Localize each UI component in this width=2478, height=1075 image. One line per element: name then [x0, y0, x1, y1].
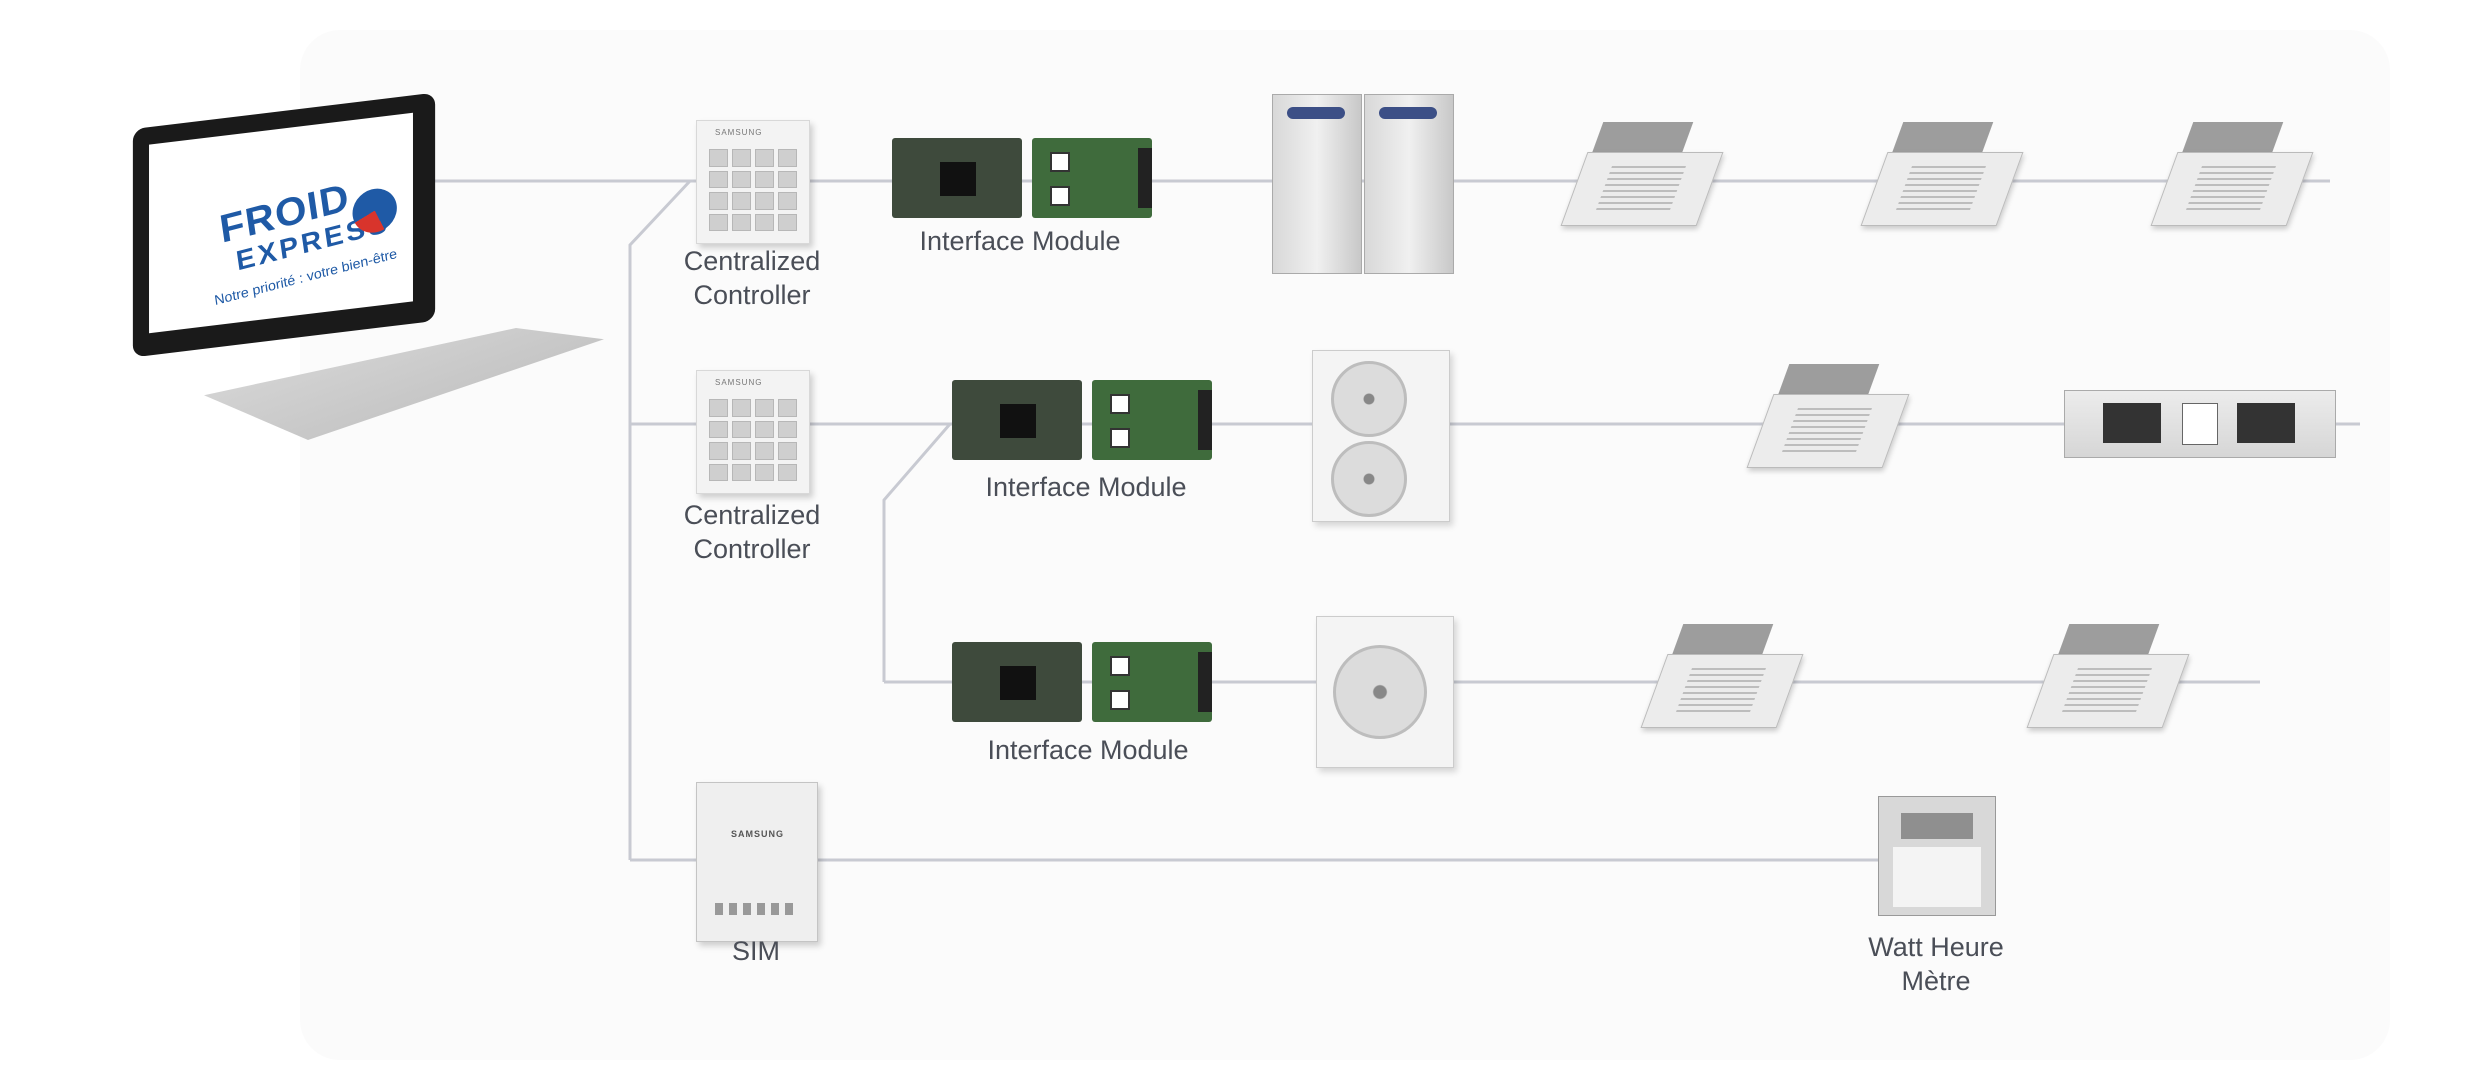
label-watt-meter: Watt Heure Mètre: [1846, 930, 2026, 998]
label-interface-module-1: Interface Module: [919, 226, 1121, 256]
fan-icon: [1333, 645, 1427, 739]
wire-bus-main: [628, 179, 692, 860]
centralized-controller-1: SAMSUNG: [696, 120, 810, 244]
label-interface-module-3: Interface Module: [987, 735, 1189, 765]
label-line-1: Centralized: [683, 500, 821, 530]
label-line-2: Mètre: [1901, 966, 1971, 996]
meter-body: [1893, 847, 1981, 907]
pcb-board: [1032, 138, 1152, 218]
wire-bus-sub: [882, 423, 952, 682]
label-line-1: Watt Heure: [1868, 932, 2004, 962]
pcb-board: [952, 642, 1082, 722]
interface-module-1: [892, 138, 1160, 218]
outdoor-unit-single-fan: [1316, 616, 1454, 768]
interface-module-2: [952, 380, 1220, 460]
outdoor-vrf-unit-2: [1364, 94, 1454, 274]
sim-buttons: [715, 903, 799, 915]
outdoor-unit-dual-fan: [1312, 350, 1450, 522]
pcb-board: [1092, 380, 1212, 460]
pcb-board: [952, 380, 1082, 460]
controller-keypad: [709, 149, 797, 231]
pcb-board: [1092, 642, 1212, 722]
cassette-indoor-unit: [1860, 122, 2024, 232]
controller-brand: SAMSUNG: [715, 128, 763, 137]
cassette-indoor-unit: [1560, 122, 1724, 232]
label-line-1: Centralized: [683, 246, 821, 276]
interface-module-3: [952, 642, 1220, 722]
cassette-indoor-unit: [1640, 624, 1804, 734]
pcb-board: [892, 138, 1022, 218]
fan-icon: [1331, 441, 1407, 517]
label-centralized-controller-2: Centralized Controller: [672, 498, 832, 566]
sim-module: SAMSUNG: [696, 782, 818, 942]
controller-brand: SAMSUNG: [715, 378, 763, 387]
fan-icon: [1331, 361, 1407, 437]
meter-display: [1901, 813, 1973, 839]
laptop-keyboard-base: [204, 328, 604, 440]
cassette-indoor-unit: [2150, 122, 2314, 232]
sim-brand: SAMSUNG: [731, 829, 785, 839]
label-sim: SIM: [731, 936, 780, 966]
outdoor-vrf-unit-1: [1272, 94, 1362, 274]
watt-hour-meter: [1878, 796, 1996, 916]
label-line-2: Controller: [693, 534, 811, 564]
laptop-screen: FROID EXPRESS Notre priorité : votre bie…: [149, 112, 413, 334]
duct-indoor-unit: [2064, 390, 2336, 458]
cassette-indoor-unit: [1746, 364, 1910, 474]
centralized-controller-2: SAMSUNG: [696, 370, 810, 494]
label-centralized-controller-1: Centralized Controller: [672, 244, 832, 312]
controller-keypad: [709, 399, 797, 481]
laptop: FROID EXPRESS Notre priorité : votre bie…: [120, 92, 640, 470]
label-interface-module-2: Interface Module: [985, 472, 1187, 502]
cassette-indoor-unit: [2026, 624, 2190, 734]
label-line-2: Controller: [693, 280, 811, 310]
